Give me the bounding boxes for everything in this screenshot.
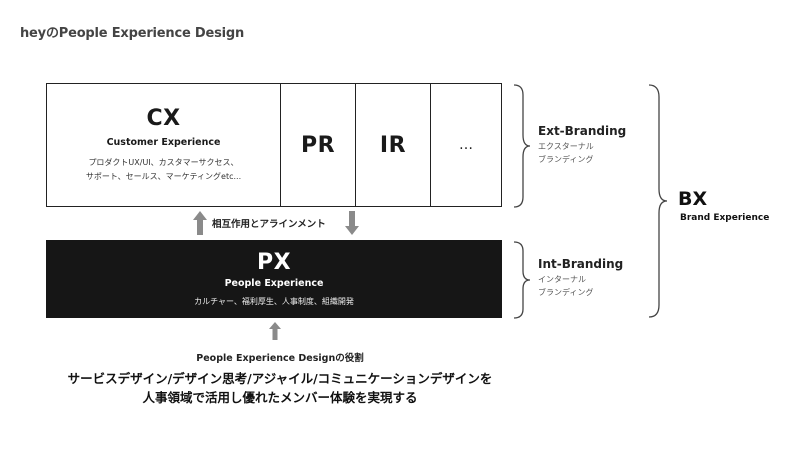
more-cell: … bbox=[431, 84, 501, 206]
more-ellipsis: … bbox=[459, 137, 473, 153]
arrow-up-role-icon bbox=[269, 322, 281, 340]
ext-branding-sub-line1: エクスターナル bbox=[538, 142, 594, 151]
arrow-up-icon bbox=[193, 211, 207, 235]
role-statement: サービスデザイン/デザイン思考/アジャイル/コミュニケーションデザインを 人事領… bbox=[0, 369, 560, 407]
int-branding-title: Int-Branding bbox=[538, 257, 624, 271]
arrow-down-icon bbox=[345, 211, 359, 235]
external-experience-row: CX Customer Experience プロダクトUX/UI、カスタマーサ… bbox=[46, 83, 502, 207]
page-title: heyのPeople Experience Design bbox=[20, 26, 245, 41]
bx-brace-icon bbox=[648, 84, 668, 318]
bx-subtitle: Brand Experience bbox=[680, 213, 770, 223]
px-box: PX People Experience カルチャー、福利厚生、人事制度、組織開… bbox=[46, 240, 502, 318]
int-branding-label: Int-Branding インターナル ブランディング bbox=[538, 257, 623, 299]
cx-description: プロダクトUX/UI、カスタマーサクセス、 サポート、セールス、マーケティングe… bbox=[86, 156, 241, 184]
cx-description-line1: プロダクトUX/UI、カスタマーサクセス、 bbox=[88, 158, 239, 167]
pr-title: PR bbox=[300, 132, 336, 158]
px-subtitle: People Experience bbox=[224, 277, 324, 289]
int-branding-sub-line1: インターナル bbox=[538, 275, 586, 284]
int-branding-sub-line2: ブランディング bbox=[538, 288, 594, 297]
int-branding-sub: インターナル ブランディング bbox=[538, 273, 623, 299]
ext-branding-sub-line2: ブランディング bbox=[538, 155, 594, 164]
ext-branding-label: Ext-Branding エクスターナル ブランディング bbox=[538, 124, 626, 166]
px-title: PX bbox=[256, 249, 292, 275]
ir-title: IR bbox=[379, 132, 407, 158]
role-statement-line2: 人事領域で活用し優れたメンバー体験を実現する bbox=[142, 390, 418, 405]
int-branding-brace-icon bbox=[513, 241, 531, 319]
role-statement-line1: サービスデザイン/デザイン思考/アジャイル/コミュニケーションデザインを bbox=[67, 371, 493, 386]
cx-title: CX bbox=[146, 106, 181, 131]
px-description: カルチャー、福利厚生、人事制度、組織開発 bbox=[194, 296, 354, 306]
cx-cell: CX Customer Experience プロダクトUX/UI、カスタマーサ… bbox=[47, 84, 281, 206]
pr-cell: PR bbox=[281, 84, 356, 206]
ext-branding-title: Ext-Branding bbox=[538, 124, 627, 138]
alignment-label: 相互作用とアラインメント bbox=[212, 219, 326, 230]
ext-branding-brace-icon bbox=[513, 84, 531, 208]
cx-subtitle: Customer Experience bbox=[106, 137, 221, 148]
cx-description-line2: サポート、セールス、マーケティングetc... bbox=[85, 172, 242, 181]
ext-branding-sub: エクスターナル ブランディング bbox=[538, 140, 626, 166]
role-title: People Experience Designの役割 bbox=[196, 353, 364, 364]
ir-cell: IR bbox=[356, 84, 431, 206]
bx-title: BX bbox=[678, 188, 708, 210]
